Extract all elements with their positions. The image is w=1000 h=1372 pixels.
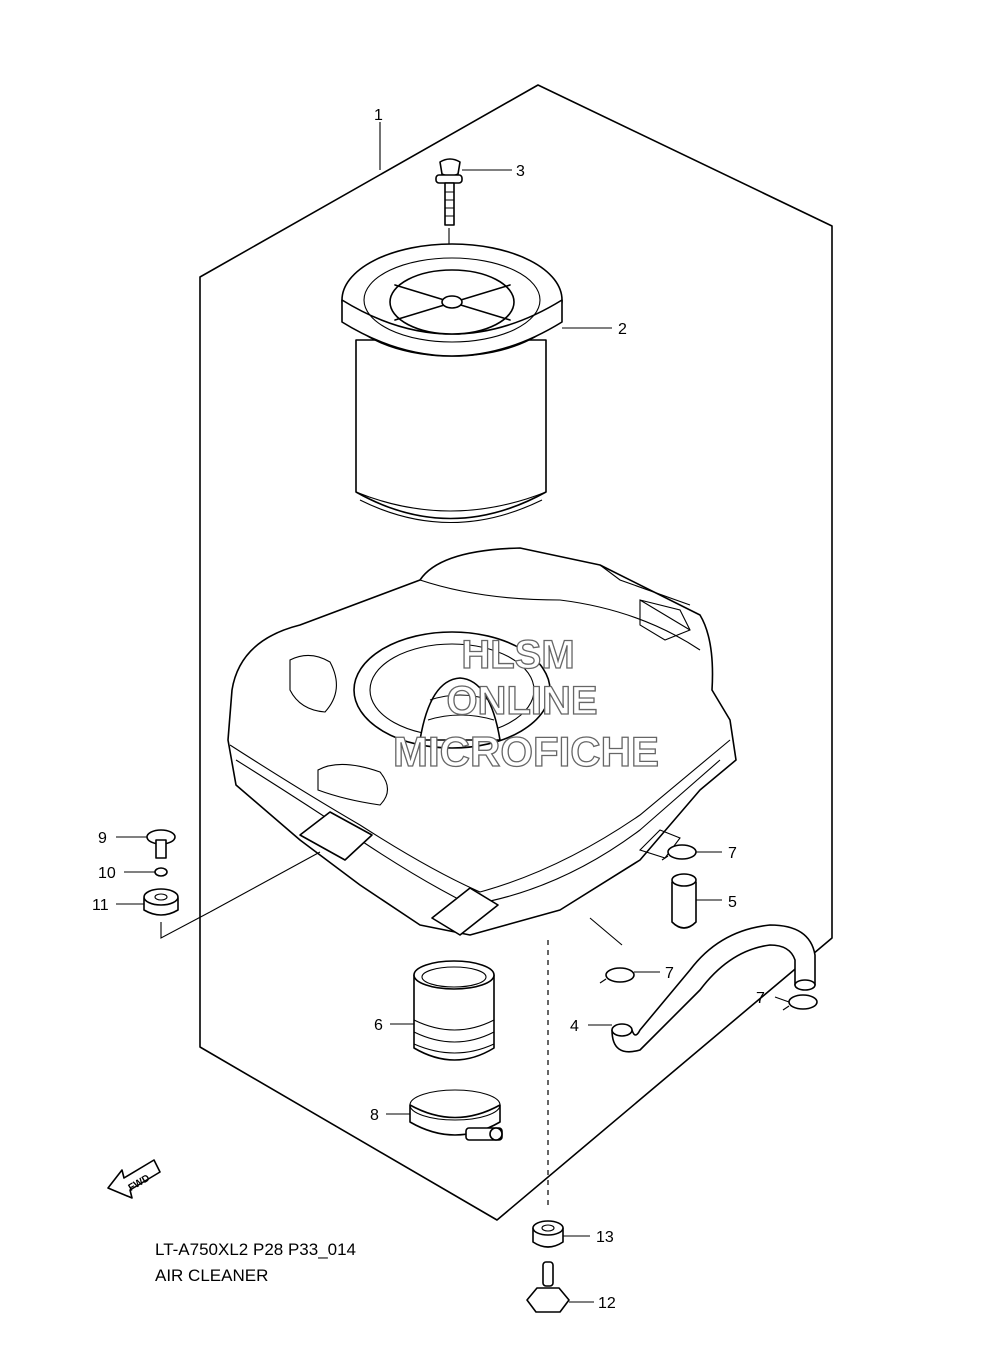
fwd-arrow-icon: FWD <box>107 1159 161 1199</box>
diagram-code: LT-A750XL2 P28 P33_014 <box>155 1240 356 1259</box>
watermark: HLSM ONLINE MICROFICHE <box>392 632 659 775</box>
case-mount-leader <box>209 851 321 913</box>
part-5-short-hose[interactable] <box>671 873 697 929</box>
part-8-band-clamp[interactable] <box>409 1089 503 1141</box>
callout-8: 8 <box>370 1107 379 1124</box>
part-11-grommet[interactable] <box>143 888 179 916</box>
callout-12: 12 <box>598 1295 616 1312</box>
callout-9: 9 <box>98 830 107 847</box>
part-10-washer[interactable] <box>154 867 168 877</box>
callout-10: 10 <box>98 865 116 882</box>
diagram-title: AIR CLEANER <box>155 1266 268 1285</box>
part-7-clamp-a[interactable] <box>661 844 697 861</box>
part-7-clamp-c[interactable] <box>782 994 818 1011</box>
assembly-boundary <box>199 84 833 1221</box>
part-2-air-filter-element[interactable] <box>341 243 563 523</box>
part-9-collar-nut[interactable] <box>146 829 176 859</box>
callout-7c: 7 <box>756 990 765 1007</box>
watermark-line-1: HLSM <box>461 633 574 677</box>
part-6-intake-boot[interactable] <box>413 960 495 1061</box>
callout-1: 1 <box>374 107 383 124</box>
leader-7c <box>774 996 790 1003</box>
part-12-drain-plug[interactable] <box>526 1261 570 1313</box>
callout-2: 2 <box>618 321 627 338</box>
callout-13: 13 <box>596 1229 614 1246</box>
mount-leader-line <box>160 911 211 939</box>
hose-leader <box>589 917 623 946</box>
callout-7a: 7 <box>728 845 737 862</box>
callout-5: 5 <box>728 894 737 911</box>
part-4-long-hose[interactable] <box>611 924 816 1053</box>
part-7-clamp-b[interactable] <box>599 967 635 984</box>
part-3-wing-bolt[interactable] <box>435 158 463 226</box>
callout-3: 3 <box>516 163 525 180</box>
callout-11: 11 <box>92 897 109 914</box>
callout-7b: 7 <box>665 965 674 982</box>
part-13-drain-grommet[interactable] <box>532 1220 564 1248</box>
air-cleaner-case[interactable] <box>227 547 737 936</box>
watermark-line-3: MICROFICHE <box>393 728 659 775</box>
watermark-line-2: ONLINE <box>446 679 597 723</box>
callout-6: 6 <box>374 1017 383 1034</box>
callout-4: 4 <box>570 1018 579 1035</box>
